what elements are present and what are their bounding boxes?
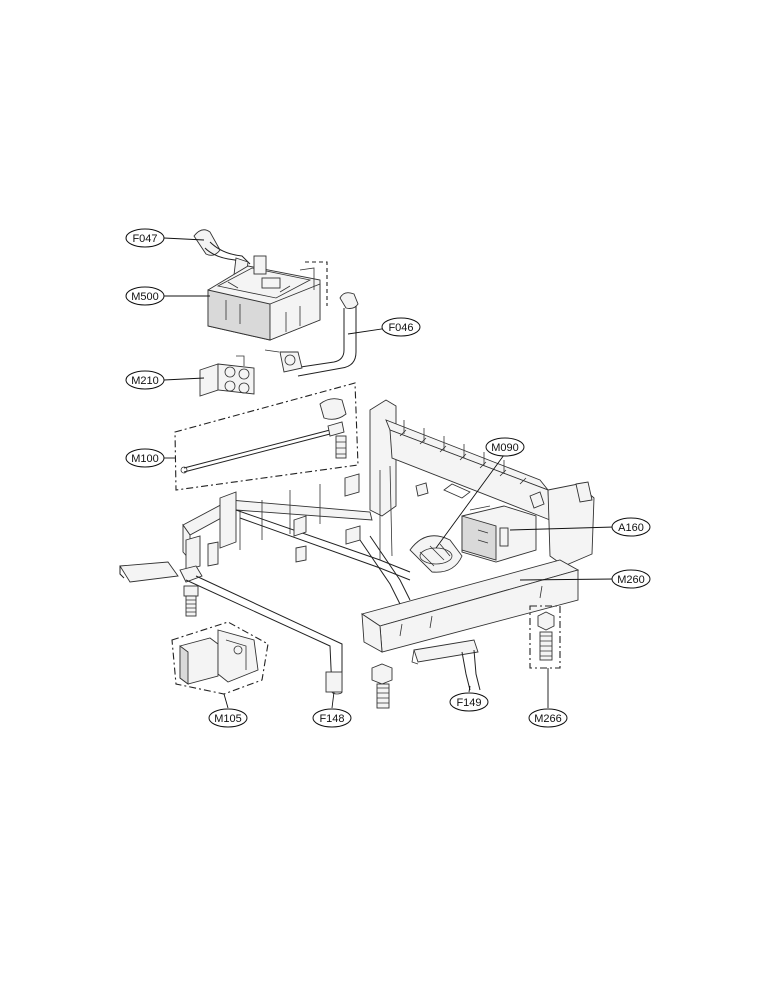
- callout-m100: M100: [125, 448, 165, 468]
- svg-text:F046: F046: [388, 322, 413, 334]
- callout-m210: M210: [125, 370, 165, 390]
- svg-text:M105: M105: [214, 713, 242, 725]
- svg-text:M090: M090: [491, 442, 519, 454]
- callout-f149: F149: [449, 692, 489, 712]
- svg-text:F148: F148: [319, 713, 344, 725]
- callout-f046: F046: [381, 317, 421, 337]
- base-frame-m260: [182, 399, 595, 653]
- svg-text:M210: M210: [131, 375, 159, 387]
- svg-text:M260: M260: [617, 574, 645, 586]
- callout-m090: M090: [485, 437, 525, 457]
- svg-text:F149: F149: [456, 697, 481, 709]
- drain-hose-f149: [411, 639, 481, 691]
- svg-text:M266: M266: [534, 713, 562, 725]
- callout-m260: M260: [611, 569, 651, 589]
- callout-f148: F148: [312, 708, 352, 728]
- drain-tube-f148: [119, 561, 343, 695]
- fill-valve-m210: [199, 355, 255, 397]
- group-m105: [171, 621, 269, 695]
- callout-m105: M105: [208, 708, 248, 728]
- hose-f046: [264, 292, 359, 377]
- svg-text:A160: A160: [618, 522, 644, 534]
- valve-assembly-m500: [207, 255, 328, 341]
- callout-f047: F047: [125, 228, 165, 248]
- callout-m500: M500: [125, 286, 165, 306]
- leader-lines: [163, 237, 615, 709]
- callout-a160: A160: [611, 517, 651, 537]
- leveling-foot-left: [183, 585, 199, 617]
- group-m266: [529, 605, 561, 669]
- svg-text:F047: F047: [132, 233, 157, 245]
- svg-text:M500: M500: [131, 291, 159, 303]
- leveling-foot-center: [371, 663, 393, 709]
- group-m100: [174, 382, 359, 491]
- callout-m266: M266: [528, 708, 568, 728]
- svg-text:M100: M100: [131, 453, 159, 465]
